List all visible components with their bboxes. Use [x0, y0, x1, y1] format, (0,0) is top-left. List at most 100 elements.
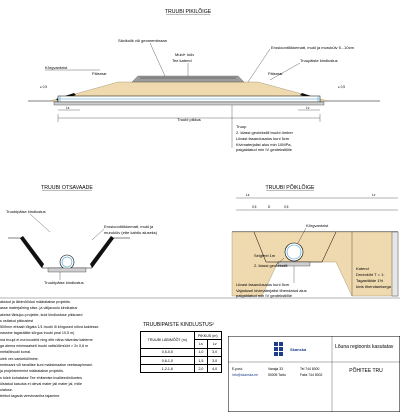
table-head-length: PIKKUS (m)	[193, 330, 223, 341]
email-link[interactable]: info@skanska.ee	[232, 373, 258, 377]
note-line: ülstatud kasutus ei oleval mater jali ma…	[0, 381, 82, 386]
table-cell-lv: 4,0	[207, 364, 222, 374]
longitudinal-section: TRUUBI PIKILÕIGE Sävikulik või geomembra…	[28, 8, 380, 152]
note-line: nassine tagasitäite kõrgus truubi peal 1…	[0, 331, 75, 336]
end-protection-left	[20, 236, 44, 268]
end-view-bed	[47, 267, 87, 273]
leader-geotextile	[149, 42, 166, 77]
cross-backfill-1-label: Tagasitäide 1%	[356, 278, 384, 283]
label-left-slope: Päismar	[92, 71, 107, 76]
table-cell-ls: 1,0	[193, 347, 209, 357]
table-title: TRUUBIPAISTE KINDLUSTUS²	[143, 322, 214, 328]
table-head-ls: Ls	[193, 339, 209, 349]
label-bottom-geotextile: Sävikulik või geomembraan	[118, 38, 167, 43]
label-reinforcement: Kõrgvankrist	[45, 65, 68, 70]
leader-erosion	[247, 48, 271, 83]
label-pavement: Tee katend	[172, 58, 192, 63]
table-cell-ls: 2,0	[193, 364, 209, 374]
label-culvert-sealing: Truupäiste kindlustus	[300, 58, 338, 63]
depth-left-label: ≥ 0,5	[40, 85, 47, 89]
table-row: 0,5-0,5 1,0 3,0	[140, 347, 222, 357]
table-cell-d: 0,5-0,5	[140, 347, 195, 357]
note-line: metallitruubi korral.	[0, 350, 32, 355]
label-end-protection: Truubipäise kindlustus	[6, 209, 46, 214]
lv-label: Lv	[306, 106, 310, 110]
cross-gravel-label: Selgfeel 1m	[254, 253, 276, 258]
note-line: akstud ja läbimõõdud määratakse projekti…	[0, 300, 71, 304]
label-right-slope: Päismar	[268, 71, 283, 76]
label-erosion-mat-2: murukülv (ette kahtlu aluseks)	[104, 230, 158, 235]
cross-pipe-outer	[284, 242, 304, 262]
depth-right-label: ≥ 0,5	[338, 85, 345, 89]
pavement-layer	[131, 75, 245, 83]
note-line: s ositatud pikkustest	[0, 318, 34, 323]
cross-cover-label: Katend	[356, 266, 369, 271]
leader-erosion-mat	[91, 228, 105, 241]
note-line: embraani või tavalitse kuni maksimaalse …	[0, 362, 93, 367]
note-line: s tuleb kohatakse Tee ehitamise kvalitee…	[0, 375, 82, 380]
address-line-1: Vanaja 33	[268, 367, 283, 371]
pipe-end-inner	[61, 256, 73, 268]
cross-pipe-inner	[286, 244, 302, 260]
table-header-row: TRUUBI LÄBIMÕÕT (m) PIKKUS (m)	[140, 330, 223, 349]
cross-drain-label: Dreenkiht T = 1:	[356, 272, 384, 277]
skanska-logo	[274, 342, 283, 356]
fax: Faks 744 8002	[300, 373, 323, 377]
general-notes: akstud ja läbimõõdud määratakse projekti…	[0, 299, 138, 400]
note-line: asse materjaliring siise- ja väljavoolu …	[0, 306, 78, 311]
list-sand: Liivast fasandusalus kuni 5cm	[236, 136, 290, 141]
email-label: E-post:	[232, 367, 243, 371]
note-line: 500mm ehtaab lõigata 1/1 truubi lõ kõrgu…	[0, 325, 100, 330]
list-bed: Kivimaterjalist alus min 10MPa,	[236, 142, 292, 147]
culvert-bed	[53, 101, 325, 106]
cross-width-c: 0,5	[284, 205, 289, 209]
leader-sealing	[269, 62, 301, 81]
note-line: ga alema minimaalselt truubi valtsüõimüü…	[0, 344, 89, 349]
cross-geotextile-label: 2. klassi geotekstiil	[254, 263, 287, 268]
org-name: Lõuna regioonis kasutatav	[335, 344, 394, 350]
length-table: TRUUBI LÄBIMÕÕT (m) PIKKUS (m) Ls Lv 0,5…	[140, 330, 223, 374]
cross-width-b: D	[268, 205, 271, 209]
cross-strip-label: Kõrgvankrist	[306, 223, 329, 228]
phone: Tel 744 8000	[300, 367, 320, 371]
table-cell-ls: 1,5	[193, 355, 209, 366]
note-line: akeise läbiujuu projekte, kuid kindlustu…	[0, 312, 83, 317]
title-block-frame	[228, 336, 400, 412]
cross-section: TRUUBI PÕIKLÕIGE 0,5 D 0,5 Ls Lv Kõrgvan…	[231, 184, 399, 298]
cross-width-lv: Lv	[372, 193, 376, 197]
cross-section-title: TRUUBI PÕIKLÕIGE	[265, 184, 315, 191]
table-cell-d: 1,2-1,6	[140, 364, 195, 374]
table-row: 0,6-1,0 1,5 3,0	[140, 355, 222, 366]
label-erosion-mat: Erosioonitõkkematt, muld ja	[104, 224, 154, 229]
cross-bed-1-label: Vajadusel kivimaterjalist tihendatud alu…	[236, 288, 307, 293]
label-end-protection-bottom: Truubipäise kindlustus	[44, 280, 84, 285]
table-cell-lv: 3,0	[207, 347, 222, 357]
note-line: ulatuse.	[0, 388, 13, 393]
leader-strip	[297, 227, 307, 244]
list-bed-2: paigaldatud min IV geotekstiilile	[236, 147, 293, 152]
cross-width-a: 0,5	[252, 205, 257, 209]
note-line: ma truupi ei ma koodeld ning elfe näha h…	[0, 337, 93, 342]
note-line: tehtud tagada veevimaniha tajamine.	[0, 394, 61, 399]
note-line: oleb ver-vankekülimine.	[0, 356, 39, 361]
doc-title: PÕHITEE TRU	[349, 367, 383, 374]
table-head-diameter: TRUUBI LÄBIMÕÕT (m)	[140, 331, 195, 349]
end-view-title: TRUUBI OTSAVAADE	[41, 185, 93, 191]
company-name: Skanska	[290, 347, 307, 352]
leader-end-protection	[29, 213, 51, 233]
cross-backfill-2-label: kivis tihendamisega	[356, 284, 392, 289]
table-cell-lv: 3,0	[207, 355, 222, 366]
note-line: ja projekteerimist määratakse projektis.	[0, 369, 64, 374]
list-culvert: Truup	[236, 124, 247, 129]
address-line-2: 50005 Tartu	[268, 373, 286, 377]
cross-drain-layer	[391, 231, 399, 297]
cross-bed-2-label: paigaldatud min IV geotekstiilile	[236, 293, 293, 298]
table-head-lv: Lv	[207, 339, 222, 349]
label-soil-seed: Muld+ külv	[175, 52, 194, 57]
cross-sand-label: Liivast fasandusalus kuni 5cm	[236, 282, 290, 287]
table-cell-d: 0,6-1,0	[140, 355, 195, 366]
longitudinal-section-title: TRUUBI PIKILÕIGE	[165, 8, 212, 15]
cross-width-ls: Ls	[246, 193, 250, 197]
list-geotextile: 2. klassi geotekstiil truubi ümber	[236, 130, 294, 135]
